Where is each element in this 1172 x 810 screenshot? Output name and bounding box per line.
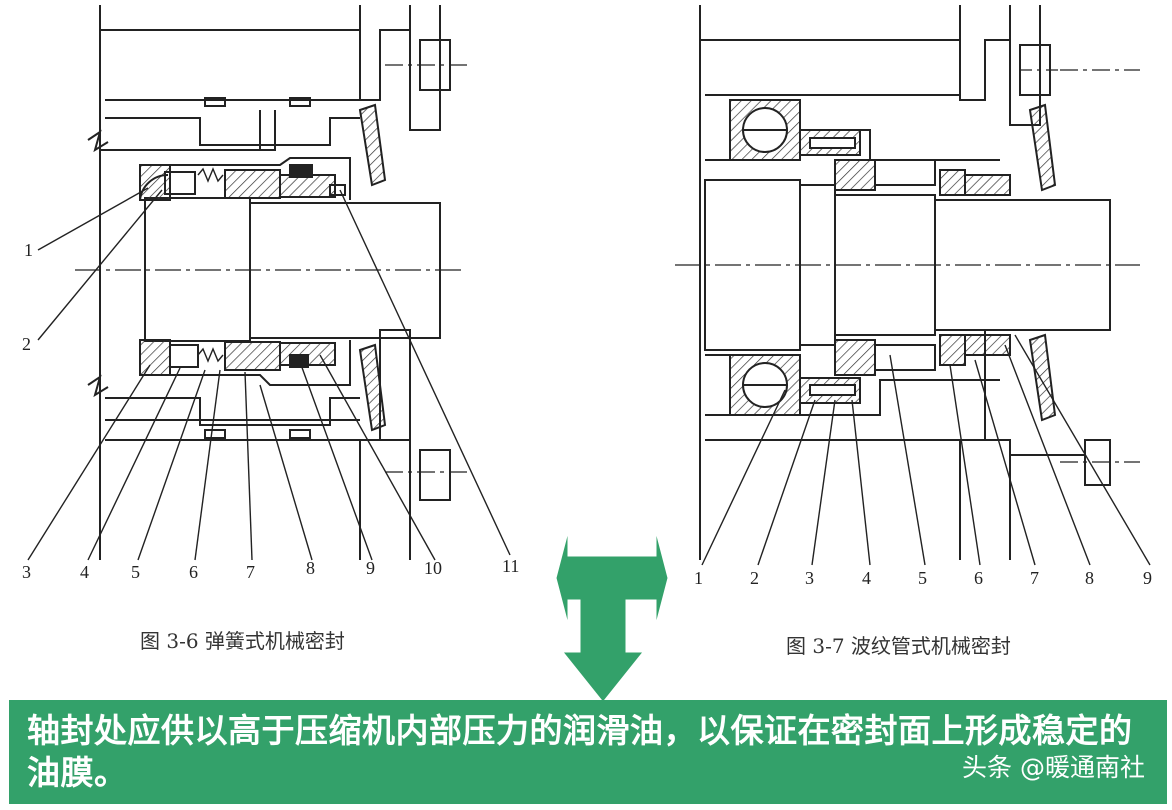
fig36-label-9: 9 <box>366 558 375 578</box>
figure-3-6-caption: 图 3-6 弹簧式机械密封 <box>140 629 345 653</box>
fig37-label-5: 5 <box>918 568 927 588</box>
watermark: 头条 @暖通南社 <box>962 753 1145 782</box>
figure-3-7-drawing <box>675 5 1140 560</box>
figure-3-6-leader-lines <box>27 187 511 561</box>
fig37-label-3: 3 <box>805 568 814 588</box>
fig36-label-7: 7 <box>246 562 255 582</box>
fig36-label-5: 5 <box>131 562 140 582</box>
figure-3-7-caption: 图 3-7 波纹管式机械密封 <box>786 634 1011 658</box>
fig36-label-10: 10 <box>424 558 442 578</box>
fig37-label-6: 6 <box>974 568 983 588</box>
fig36-label-6: 6 <box>189 562 198 582</box>
fig37-label-1: 1 <box>694 568 703 588</box>
fig37-label-7: 7 <box>1030 568 1039 588</box>
fig36-label-4: 4 <box>80 562 89 582</box>
summary-banner: 轴封处应供以高于压缩机内部压力的润滑油，以保证在密封面上形成稳定的油膜。 头条 … <box>9 700 1167 804</box>
figure-3-7-leader-lines <box>701 334 1151 566</box>
fig37-label-2: 2 <box>750 568 759 588</box>
t-arrow-down-icon <box>555 531 669 703</box>
fig36-label-1: 1 <box>24 240 33 260</box>
fig36-label-8: 8 <box>306 558 315 578</box>
fig36-label-2: 2 <box>22 334 31 354</box>
fig37-label-9: 9 <box>1143 568 1152 588</box>
fig36-label-11: 11 <box>502 556 520 576</box>
summary-banner-text: 轴封处应供以高于压缩机内部压力的润滑油，以保证在密封面上形成稳定的油膜。 <box>27 711 1133 792</box>
fig36-label-3: 3 <box>22 562 31 582</box>
fig37-label-8: 8 <box>1085 568 1094 588</box>
fig37-label-4: 4 <box>862 568 871 588</box>
figure-3-6-drawing <box>75 5 470 560</box>
